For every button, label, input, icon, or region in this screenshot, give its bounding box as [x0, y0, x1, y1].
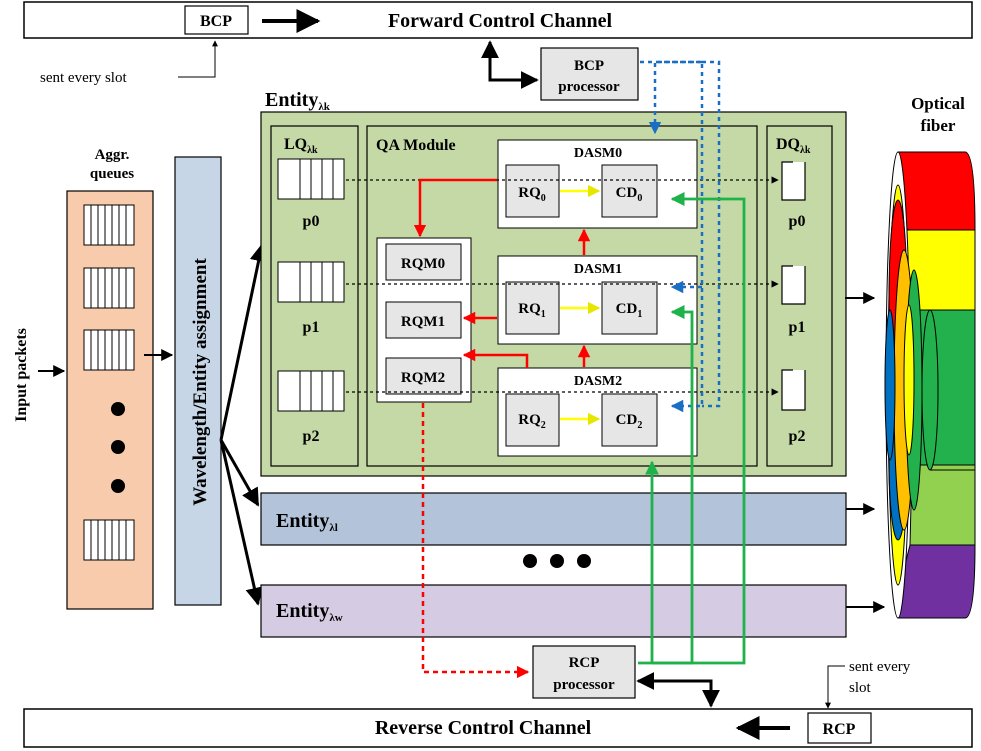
rqm-box: RQM1: [386, 302, 461, 338]
bcp-processor-line1: BCP: [574, 58, 604, 74]
rqm-box: RQM0: [386, 244, 461, 280]
reverse-sent-every-note-line1: sent every: [849, 659, 911, 675]
dq-port-label: p0: [789, 213, 806, 230]
ellipsis-dot: [111, 440, 125, 454]
svg-text:DASM2: DASM2: [574, 374, 622, 389]
reverse-control-channel: Reverse Control Channel RCP: [24, 709, 972, 747]
optical-fiber-line2: fiber: [921, 116, 956, 135]
svg-text:DASM0: DASM0: [574, 146, 622, 161]
rcp-packet-label: RCP: [823, 721, 856, 738]
reverse-channel-label: Reverse Control Channel: [375, 717, 592, 739]
dasm2: DASM2 RQ2 CD2: [498, 368, 697, 456]
rcp-processor-line1: RCP: [569, 655, 600, 671]
qa-module-title: QA Module: [376, 137, 456, 154]
svg-text:RQM2: RQM2: [401, 370, 445, 386]
lq-queue: [278, 159, 344, 199]
bcp-packet-label: BCP: [200, 13, 232, 30]
ellipsis-dot: [523, 554, 537, 568]
forward-channel-label: Forward Control Channel: [388, 10, 613, 32]
reverse-sent-every-note-line2: slot: [849, 680, 872, 696]
optical-fiber-line1: Optical: [911, 94, 965, 113]
aggr-queue: [84, 520, 134, 560]
assignment-label: Wavelength/Entity assignment: [190, 258, 211, 506]
svg-text:Entityλl: Entityλl: [276, 510, 338, 534]
rcp-processor: RCP processor: [533, 646, 635, 698]
wavelength-entity-assignment: Wavelength/Entity assignment: [175, 157, 221, 605]
aggr-queue: [84, 268, 134, 308]
aggr-queues-line1: Aggr.: [95, 147, 130, 163]
lq-port-label: p1: [303, 319, 320, 336]
bcp-processor: BCP processor: [541, 48, 638, 100]
svg-text:RQM1: RQM1: [401, 314, 445, 330]
dq-port-label: p2: [789, 428, 806, 445]
ellipsis-dot: [111, 402, 125, 416]
rcp-processor-line2: processor: [553, 677, 615, 693]
bcp-processor-line2: processor: [558, 79, 620, 95]
lq-queue: [278, 371, 344, 411]
forward-control-channel: BCP Forward Control Channel: [24, 2, 972, 38]
svg-text:DASM1: DASM1: [574, 262, 622, 277]
entity-lambda-w: Entityλw: [261, 585, 846, 637]
lq-port-label: p2: [303, 428, 320, 445]
aggr-queues-box: [67, 191, 153, 609]
aggr-queues-line2: queues: [90, 166, 134, 182]
optical-fiber-cylinder: [885, 152, 975, 618]
ellipsis-dot: [550, 554, 564, 568]
ellipsis-dot: [111, 479, 125, 493]
svg-text:RQM0: RQM0: [401, 256, 445, 272]
lq-port-label: p0: [303, 213, 320, 230]
ellipsis-dot: [577, 554, 591, 568]
dq-port-label: p1: [789, 319, 806, 336]
entity-main-label: Entityλk: [265, 89, 331, 113]
entity-lambda-l: Entityλl: [261, 493, 846, 545]
dasm0: DASM0 RQ0 CD0: [498, 140, 697, 228]
aggr-queue: [84, 330, 134, 370]
rqm-box: RQM2: [386, 358, 461, 394]
lq-queue: [278, 262, 344, 302]
aggr-queue: [84, 205, 134, 245]
forward-sent-every-slot-note: sent every slot: [40, 70, 127, 86]
dasm1: DASM1 RQ1 CD1: [498, 256, 697, 344]
input-packets-label: Input packets: [13, 328, 30, 422]
